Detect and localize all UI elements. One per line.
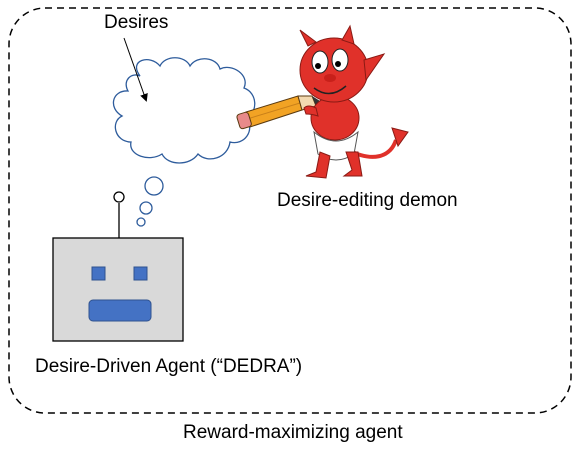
robot-body [52,237,184,342]
robot-right-eye [133,266,148,281]
reward-maximizing-agent-label: Reward-maximizing agent [183,422,403,443]
desire-editing-demon-label: Desire-editing demon [277,190,458,211]
pencil-icon [236,95,320,130]
robot-left-eye [91,266,106,281]
desire-driven-agent-label: Desire-Driven Agent (“DEDRA”) [35,356,303,377]
robot-mouth [88,299,152,322]
reward-maximizing-agent-boundary [8,7,572,414]
desires-pointer-arrow [123,37,148,102]
cartoon-devil-icon [299,24,409,179]
robot-face-icon [52,191,184,342]
thought-cloud-icon [112,57,256,227]
desires-label: Desires [104,12,169,33]
